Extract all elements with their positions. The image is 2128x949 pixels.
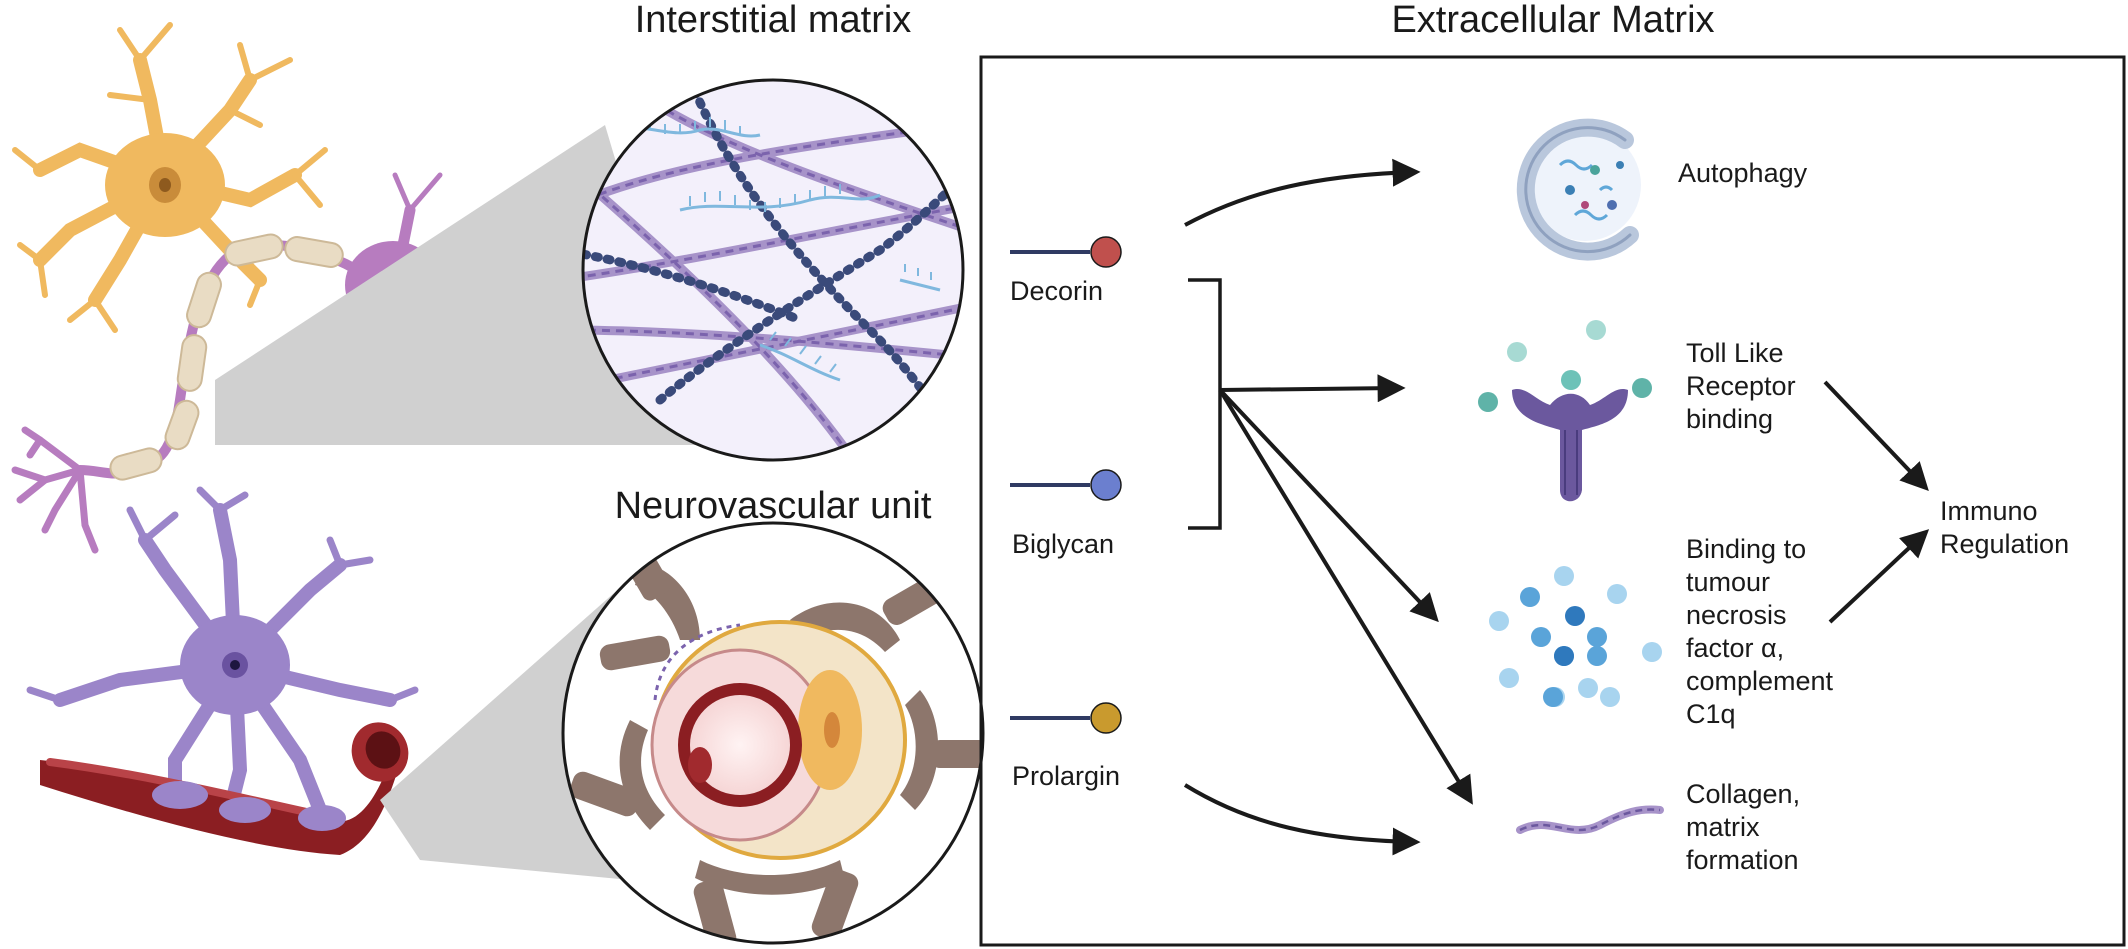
proteoglycan-biglycan: Biglycan: [1010, 469, 1122, 559]
neurovascular-circle: [561, 521, 985, 945]
svg-text:formation: formation: [1686, 845, 1799, 875]
interstitial-title: Interstitial matrix: [635, 0, 912, 41]
svg-text:factor α,: factor α,: [1686, 633, 1784, 663]
neurovascular-title: Neurovascular unit: [615, 485, 932, 527]
svg-text:necrosis: necrosis: [1686, 600, 1787, 630]
neuron-illustration: [11, 22, 518, 855]
autophagosome-icon: [1516, 118, 1641, 261]
proteoglycan-prolargin: Prolargin: [1010, 702, 1122, 791]
tnf-complement-particles-icon: [1489, 566, 1662, 707]
svg-text:Collagen,: Collagen,: [1686, 779, 1800, 809]
ecm-box: [979, 55, 2126, 947]
zoom-cone-top: [215, 125, 700, 445]
toll-like-receptor-icon: [1478, 320, 1652, 502]
svg-text:Immuno: Immuno: [1940, 496, 2038, 526]
svg-text:binding: binding: [1686, 404, 1773, 434]
arrow-tnf-to-immuno: [1828, 529, 1930, 624]
ecm-title: Extracellular Matrix: [1391, 0, 1714, 41]
collagen-fiber-icon: [1516, 805, 1664, 834]
svg-text:C1q: C1q: [1686, 699, 1736, 729]
bracket: [1188, 278, 1222, 530]
tlr-label: Toll Like Receptor binding: [1686, 338, 1796, 434]
immuno-regulation-label: Immuno Regulation: [1940, 496, 2069, 559]
arrow-tlr-to-immuno: [1823, 380, 1929, 492]
prolargin-label: Prolargin: [1012, 761, 1120, 791]
orange-astrocyte: [12, 22, 328, 333]
biglycan-label: Biglycan: [1012, 529, 1114, 559]
arrow-to-tnf: [1218, 388, 1439, 623]
arrow-to-collagen: [1218, 388, 1473, 805]
tnf-label: Binding to tumour necrosis factor α, com…: [1686, 534, 1834, 729]
axon: [11, 233, 385, 554]
autophagy-label: Autophagy: [1678, 158, 1808, 188]
svg-text:complement: complement: [1686, 666, 1834, 696]
proteoglycan-decorin: Decorin: [1010, 236, 1122, 306]
svg-text:Binding to: Binding to: [1686, 534, 1806, 564]
blood-vessel: [40, 722, 409, 855]
collagen-label: Collagen, matrix formation: [1686, 779, 1800, 875]
arrow-prolargin-to-collagen: [1183, 783, 1421, 856]
arrows: [1183, 158, 1930, 856]
svg-text:Regulation: Regulation: [1940, 529, 2069, 559]
arrow-to-tlr: [1219, 374, 1406, 403]
svg-text:Toll Like: Toll Like: [1686, 338, 1784, 368]
arrow-to-autophagy: [1184, 158, 1421, 227]
svg-text:matrix: matrix: [1686, 812, 1760, 842]
svg-text:Receptor: Receptor: [1686, 371, 1796, 401]
decorin-label: Decorin: [1010, 276, 1103, 306]
svg-text:tumour: tumour: [1686, 567, 1770, 597]
